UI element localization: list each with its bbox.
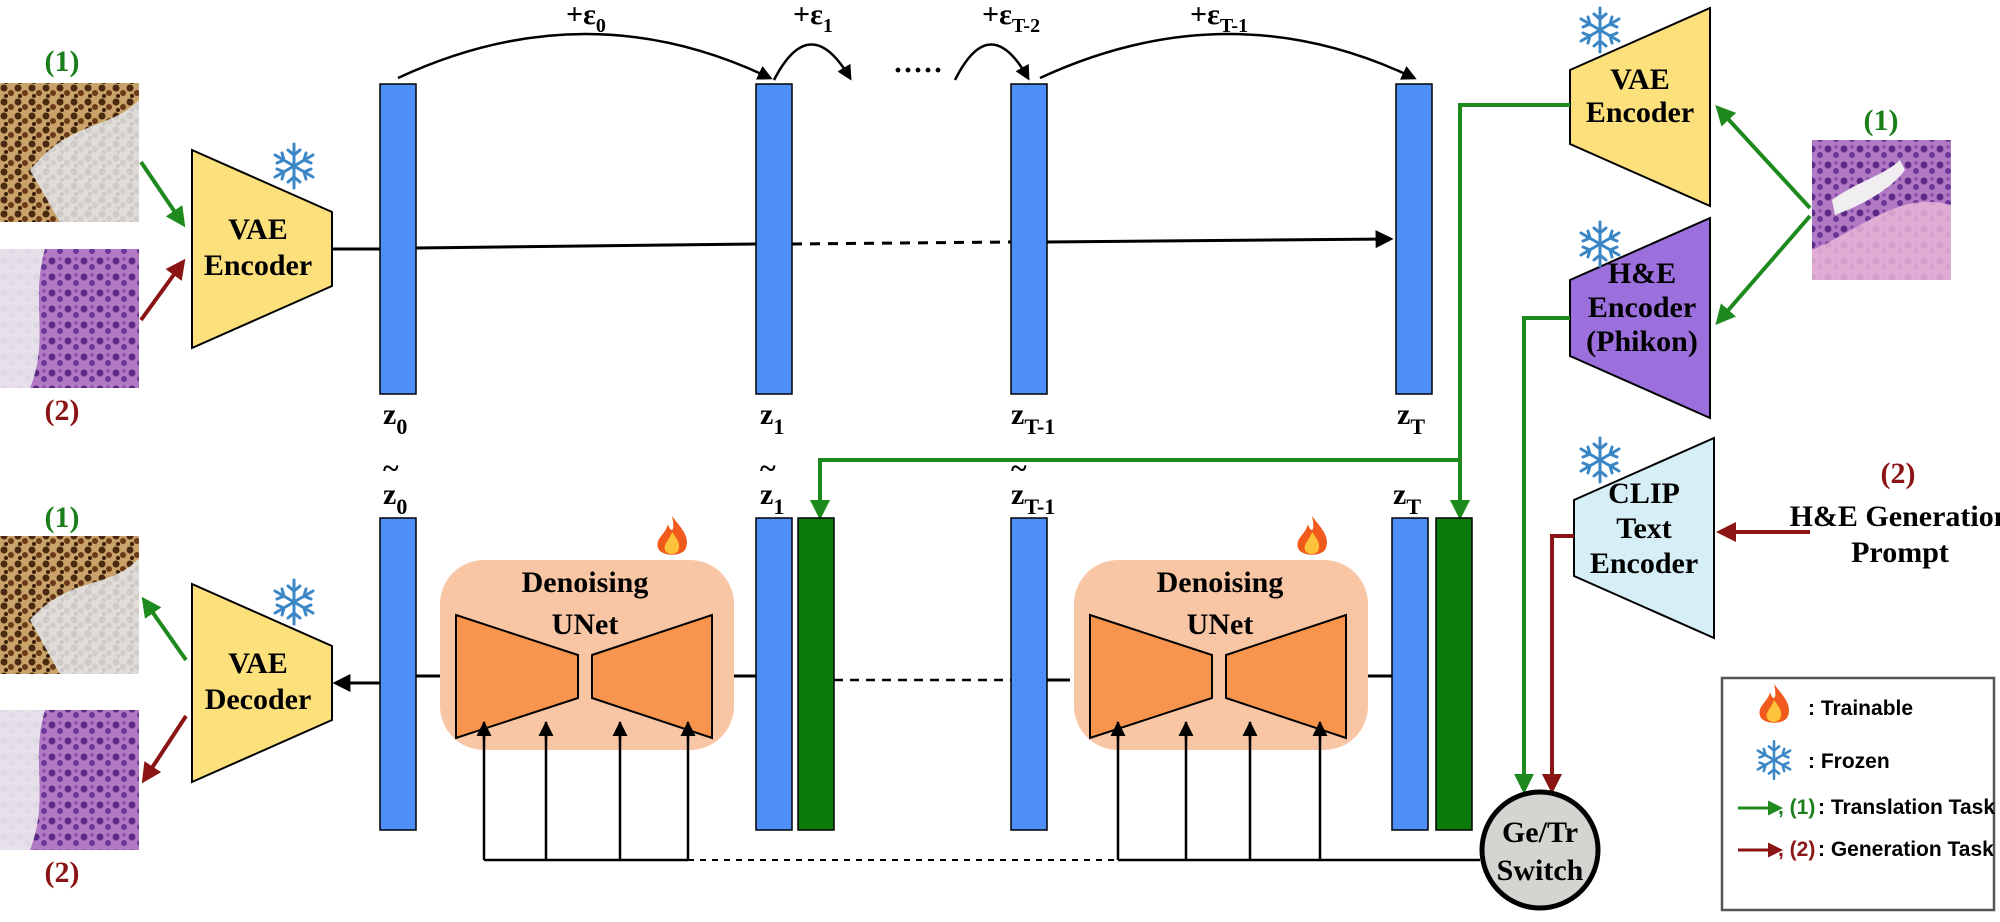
snowflake-icon bbox=[1579, 6, 1621, 54]
svg-text:CLIP: CLIP bbox=[1608, 477, 1680, 510]
svg-text:VAE: VAE bbox=[228, 647, 287, 680]
he-encoder-phikon: H&E Encoder (Phikon) bbox=[1569, 216, 1711, 420]
vae-decoder: VAE Decoder bbox=[191, 578, 333, 784]
prompt-line1: H&E Generation bbox=[1790, 500, 2000, 533]
latent-zT-bottom bbox=[1391, 517, 1429, 831]
noise-e0: +ε0 bbox=[566, 0, 606, 37]
label-tilde-zT-1: zT-1 bbox=[1011, 478, 1055, 519]
legend: : Trainable : Frozen , (1) : Translation… bbox=[1720, 676, 1995, 912]
he-image-right: (1) bbox=[1812, 104, 1951, 280]
clip-text-encoder: CLIP Text Encoder bbox=[1573, 436, 1715, 640]
vae-encoder-right: VAE Encoder bbox=[1569, 6, 1711, 208]
green-arrow-to-vae-right bbox=[1715, 105, 1812, 210]
vae-encoder-left: VAE Encoder bbox=[191, 142, 333, 350]
svg-text:(2): (2) bbox=[45, 856, 80, 889]
snowflake-icon bbox=[273, 578, 315, 626]
task1-label-top-left: (1) bbox=[45, 45, 80, 78]
label-zT: zT bbox=[1397, 398, 1425, 439]
snowflake-icon bbox=[1579, 436, 1621, 484]
svg-text:Denoising: Denoising bbox=[1157, 566, 1284, 599]
label-z1: z1 bbox=[760, 398, 784, 439]
cond-bar-1 bbox=[797, 517, 835, 831]
denoising-unet-2: Denoising UNet bbox=[1074, 516, 1368, 750]
svg-text:, (2): , (2) bbox=[1778, 838, 1815, 861]
legend-frozen: : Frozen bbox=[1808, 750, 1890, 773]
latent-tilde-z1 bbox=[755, 517, 793, 831]
latent-zT bbox=[1395, 83, 1433, 395]
label-zT-1: zT-1 bbox=[1011, 398, 1055, 439]
flame-icon bbox=[1297, 516, 1327, 555]
cond-bar-T bbox=[1435, 517, 1473, 831]
snowflake-icon bbox=[273, 142, 315, 190]
green-path-he-to-switch bbox=[1514, 316, 1570, 794]
svg-text:UNet: UNet bbox=[552, 608, 619, 641]
red-arrow-output bbox=[141, 714, 188, 784]
input-images-left: (1) (2) bbox=[0, 45, 139, 427]
output-images-left: (1) (2) bbox=[0, 501, 139, 889]
noise-e1: +ε1 bbox=[793, 0, 833, 37]
latent-tilde-z0 bbox=[379, 517, 417, 831]
svg-text:(1): (1) bbox=[45, 501, 80, 534]
svg-text:Denoising: Denoising bbox=[522, 566, 649, 599]
svg-text:~: ~ bbox=[1011, 452, 1027, 485]
label-tilde-z1: z1 bbox=[760, 478, 784, 519]
red-path-clip-to-switch bbox=[1542, 534, 1574, 794]
switch-feed-arrowheads bbox=[476, 721, 1328, 740]
latent-zT-1 bbox=[1010, 83, 1048, 395]
red-arrow-input bbox=[139, 258, 186, 322]
green-arrow-input bbox=[139, 160, 186, 228]
svg-text:Ge/Tr: Ge/Tr bbox=[1502, 816, 1578, 849]
label-tilde-z0: z0 bbox=[383, 478, 407, 519]
task2-label-prompt: (2) bbox=[1881, 457, 1916, 490]
svg-text:VAE: VAE bbox=[228, 213, 287, 246]
svg-text:Encoder: Encoder bbox=[1586, 96, 1694, 129]
svg-text:~: ~ bbox=[760, 452, 776, 485]
svg-text:Encoder: Encoder bbox=[1590, 547, 1698, 580]
latent-z1 bbox=[755, 83, 793, 395]
ellipsis-dots: ····· bbox=[893, 54, 943, 87]
forward-diffusion-row: ····· +ε0 +ε1 +εT-2 +εT-1 z0 z1 zT-1 zT bbox=[332, 0, 1433, 439]
latent-z0 bbox=[379, 83, 417, 395]
green-path-vae-to-cond bbox=[810, 103, 1570, 520]
svg-text:, (1): , (1) bbox=[1778, 796, 1815, 819]
svg-text:Decoder: Decoder bbox=[205, 683, 312, 716]
reverse-diffusion-row: z0 ~ z1 ~ zT-1 ~ zT bbox=[332, 452, 1473, 831]
task2-label-bottom-left: (2) bbox=[45, 394, 80, 427]
svg-text:Switch: Switch bbox=[1497, 854, 1584, 887]
svg-text:Encoder: Encoder bbox=[204, 249, 312, 282]
noise-eT1: +εT-1 bbox=[1190, 0, 1248, 37]
svg-text:UNet: UNet bbox=[1187, 608, 1254, 641]
label-z0: z0 bbox=[383, 398, 407, 439]
switch-feed-lines bbox=[482, 722, 1480, 862]
svg-text:Encoder: Encoder bbox=[1588, 291, 1696, 324]
svg-text:Text: Text bbox=[1616, 512, 1672, 545]
green-arrow-to-he-encoder bbox=[1715, 214, 1812, 326]
legend-trainable: : Trainable bbox=[1808, 697, 1913, 720]
svg-text:~: ~ bbox=[383, 452, 399, 485]
svg-text:(Phikon): (Phikon) bbox=[1586, 325, 1698, 358]
legend-generation: : Generation Task bbox=[1818, 838, 1994, 861]
noise-eT2: +εT-2 bbox=[982, 0, 1040, 37]
denoising-unet-1: Denoising UNet bbox=[440, 516, 734, 750]
legend-translation: : Translation Task bbox=[1818, 796, 1995, 819]
svg-text:(1): (1) bbox=[1864, 104, 1899, 137]
flame-icon bbox=[657, 516, 687, 555]
latent-tilde-zT-1 bbox=[1010, 517, 1048, 831]
label-zT-bottom: zT bbox=[1393, 478, 1421, 519]
svg-text:VAE: VAE bbox=[1610, 63, 1669, 96]
green-arrow-output bbox=[141, 596, 188, 662]
svg-text:H&E: H&E bbox=[1608, 257, 1676, 290]
ge-tr-switch: Ge/Tr Switch bbox=[1479, 789, 1601, 911]
prompt-line2: Prompt bbox=[1851, 536, 1949, 569]
